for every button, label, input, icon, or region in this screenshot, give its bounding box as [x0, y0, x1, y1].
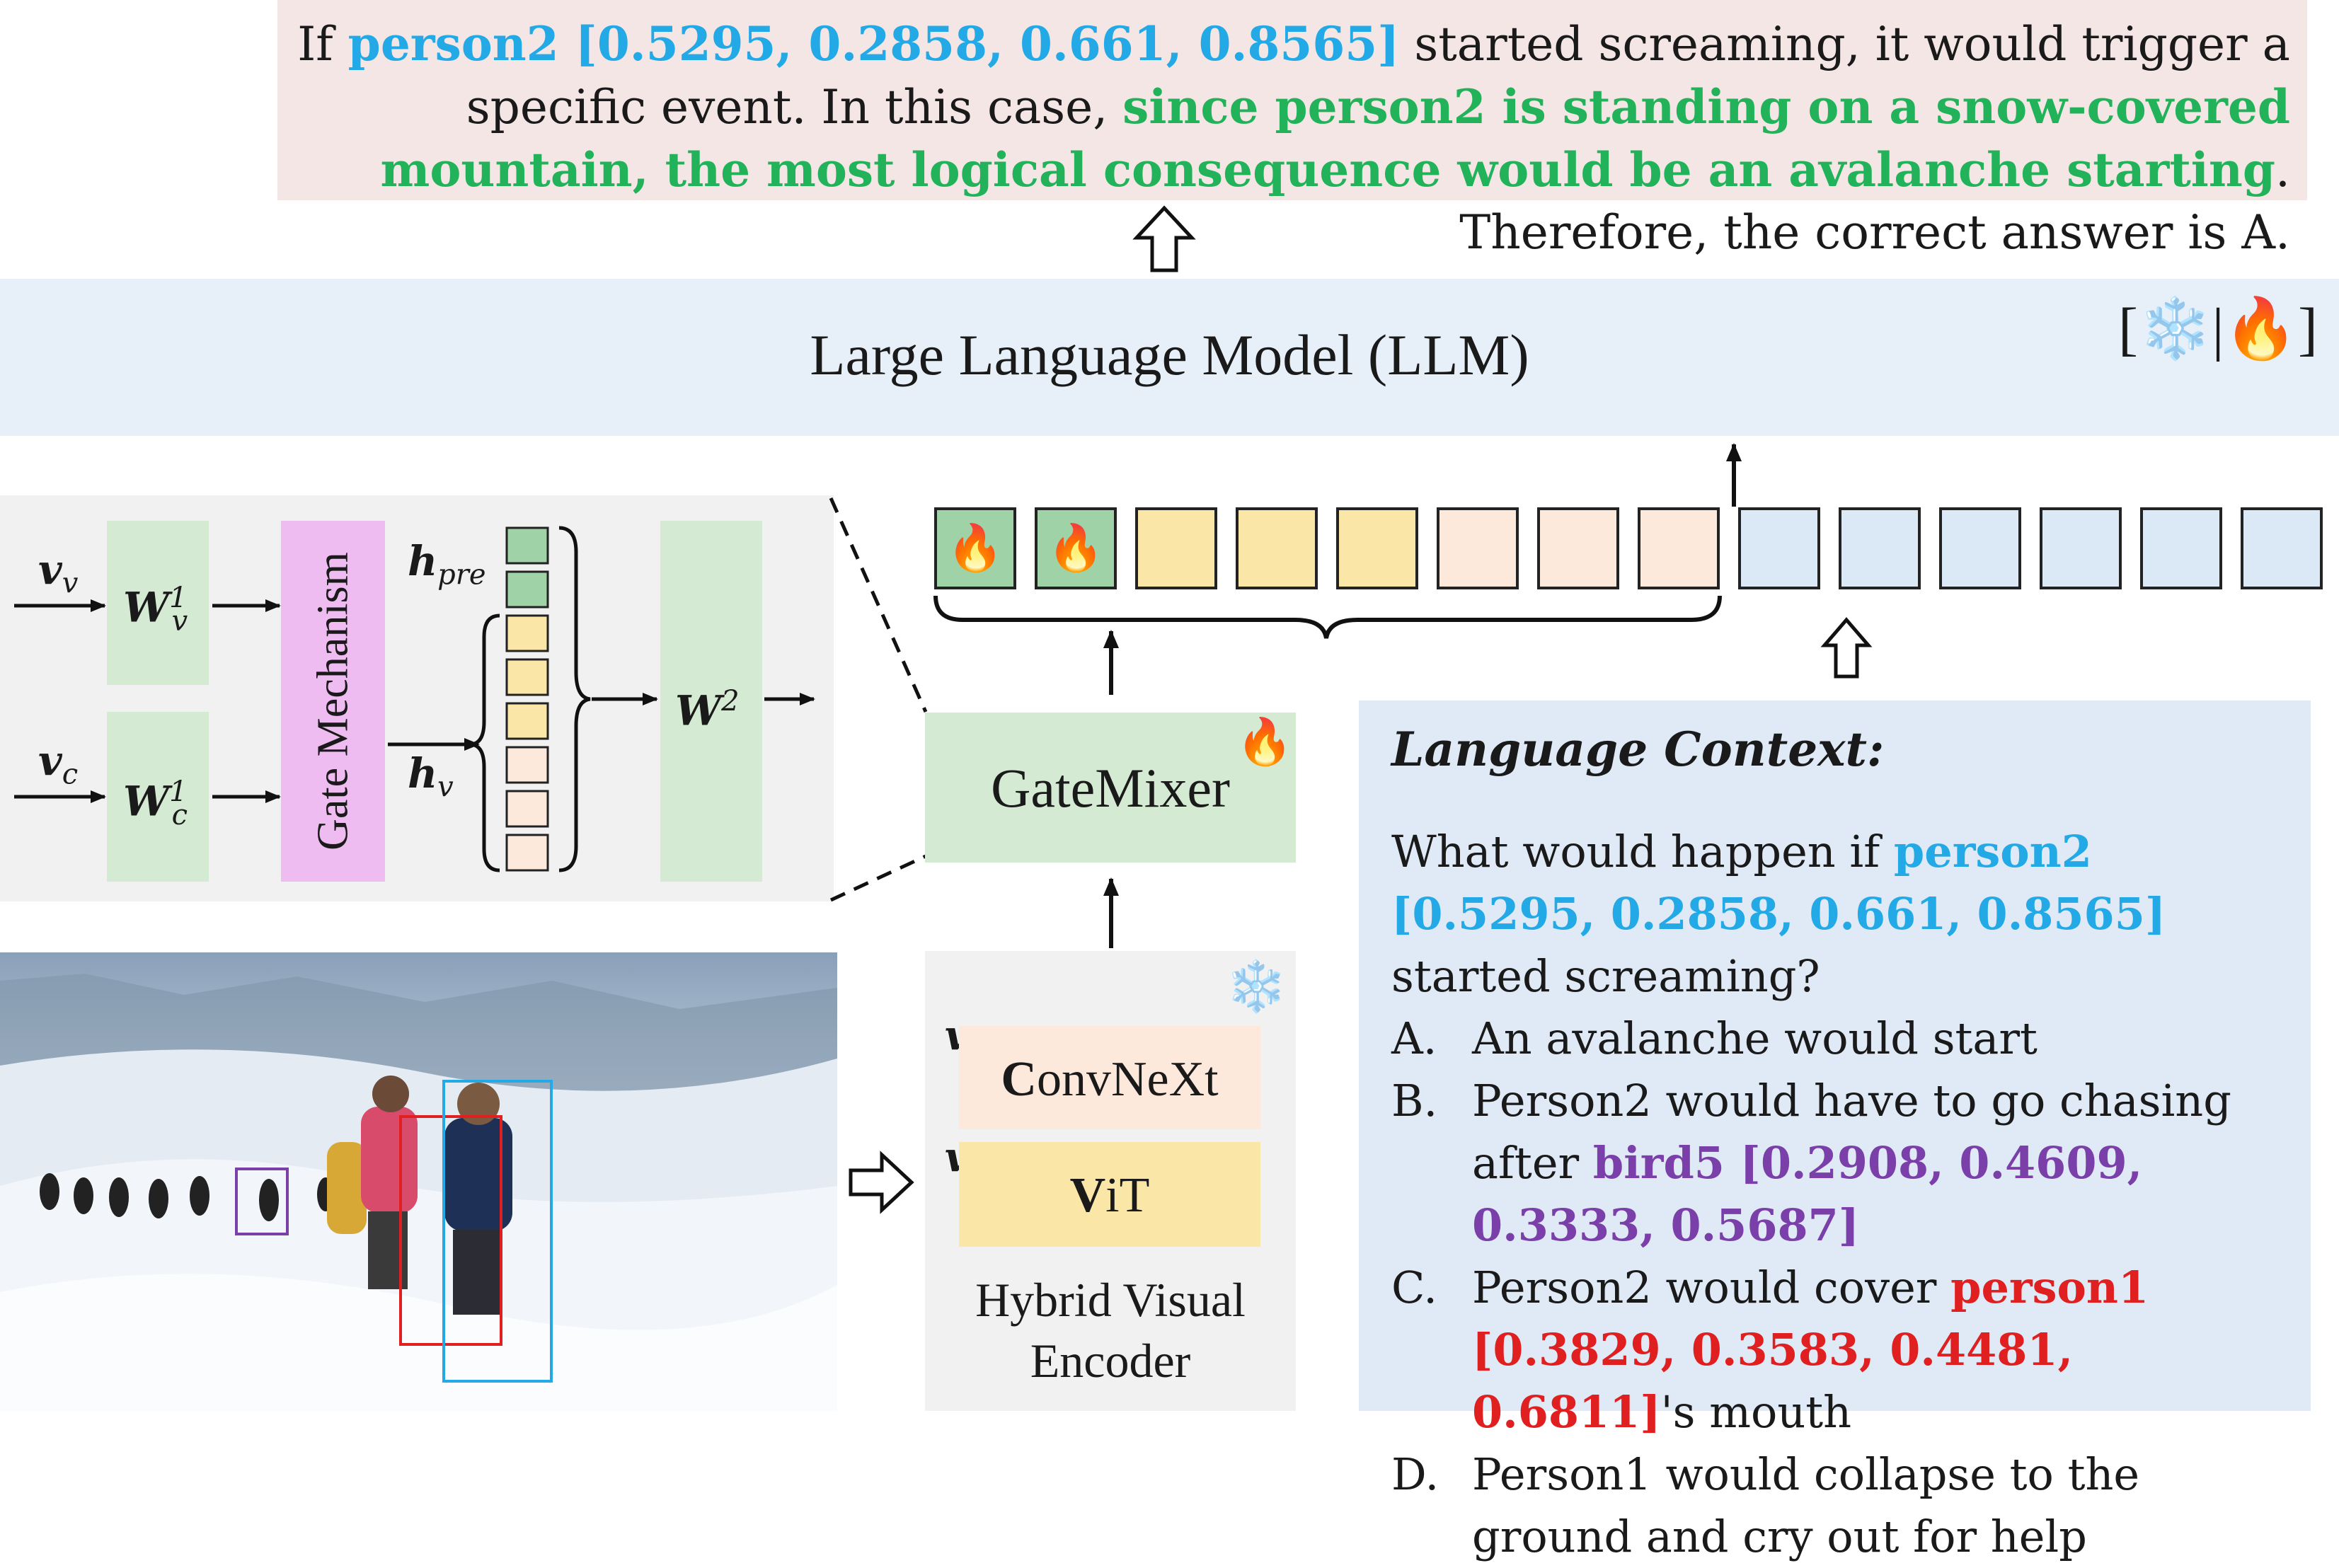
answer-output-box: If person2 [0.5295, 0.2858, 0.661, 0.856…: [277, 0, 2307, 260]
w2-label: W2: [675, 685, 740, 735]
answer-prefix: If: [297, 17, 348, 71]
option-d: D.Person1 would collapse to the ground a…: [1391, 1448, 2140, 1562]
language-context-question: What would happen if person2 [0.5295, 0.…: [1391, 821, 2297, 1568]
vit-label: ViT: [1069, 1168, 1150, 1223]
snowflake-icon: ❄️: [2138, 296, 2212, 362]
answer-person-ref: person2 [0.5295, 0.2858, 0.661, 0.8565]: [347, 16, 1400, 71]
badge-close-bracket: ]: [2298, 296, 2318, 362]
fire-icon: 🔥: [1047, 523, 1104, 573]
encoder-label-line2: Encoder: [1030, 1334, 1191, 1388]
hybrid-visual-encoder-label: Hybrid Visual Encoder: [925, 1269, 1296, 1391]
encoder-label-line1: Hybrid Visual: [975, 1273, 1246, 1327]
w-v-box: [107, 521, 209, 685]
v-v-label: vv: [38, 546, 79, 600]
answer-suffix: . Therefore, the correct answer is A.: [1459, 143, 2290, 260]
badge-separator: |: [2212, 296, 2224, 362]
gatemixer-label: GateMixer: [991, 757, 1230, 819]
snow-scene-illustration: [0, 974, 837, 1411]
hybrid-visual-encoder-panel: ❄️ vc ConvNeXt vv ViT Hybrid Visual Enco…: [925, 951, 1296, 1411]
zoom-dashed-lines: [829, 497, 928, 902]
llm-block: Large Language Model (LLM) [❄️|🔥]: [0, 279, 2339, 436]
gate-mechanism-box: Gate Mechanism: [281, 521, 385, 882]
option-b-bird-ref: bird5 [0.2908, 0.4609, 0.3333, 0.5687]: [1472, 1137, 2143, 1251]
token-text-2: [1839, 507, 1921, 589]
answer-text: If person2 [0.5295, 0.2858, 0.661, 0.856…: [294, 13, 2290, 264]
token-text-3: [1939, 507, 2021, 589]
vit-block: ViT: [959, 1142, 1260, 1247]
h-pre-label: hpre: [408, 537, 486, 592]
token-convnext-1: [1437, 507, 1519, 589]
option-c-person-ref: person1 [0.3829, 0.3583, 0.4481, 0.6811]: [1472, 1262, 2149, 1438]
option-b: B.Person2 would have to go chasing after…: [1391, 1075, 2231, 1251]
h-v-label: hv: [408, 749, 454, 804]
token-vit-3: [1336, 507, 1418, 589]
convnext-label: ConvNeXt: [1001, 1052, 1219, 1107]
llm-label: Large Language Model (LLM): [810, 323, 1529, 387]
token-convnext-3: [1638, 507, 1720, 589]
gate-mechanism-panel: Gate Mechanism vv vc W1v W1c hpre hv W2: [0, 495, 834, 901]
option-a: A.An avalanche would start: [1391, 1013, 2038, 1064]
token-text-4: [2040, 507, 2122, 589]
snowflake-icon: ❄️: [1225, 960, 1287, 1015]
token-text-6: [2241, 507, 2323, 589]
token-gated-2: 🔥: [1035, 507, 1117, 589]
answer-reasoning: since person2 is standing on a snow-cove…: [380, 79, 2291, 197]
language-context-title: Language Context:: [1391, 722, 1885, 777]
hollow-arrow-right-icon: [849, 1151, 914, 1214]
v-c-label: vc: [38, 737, 79, 791]
convnext-block: ConvNeXt: [959, 1026, 1260, 1129]
gatemixer-block: GateMixer 🔥: [925, 713, 1296, 863]
fire-icon: 🔥: [947, 523, 1004, 573]
w-c-label: W1c: [123, 776, 188, 831]
gate-panel-arrows: [14, 526, 815, 872]
token-vit-1: [1135, 507, 1217, 589]
badge-open-bracket: [: [2118, 296, 2138, 362]
w-c-box: [107, 712, 209, 882]
token-gated-1: 🔥: [934, 507, 1016, 589]
language-context-panel: Language Context: What would happen if p…: [1359, 701, 2311, 1562]
question-text: What would happen if person2 [0.5295, 0.…: [1391, 826, 2166, 1002]
token-vit-2: [1236, 507, 1318, 589]
w2-box: [660, 521, 762, 882]
token-text-5: [2140, 507, 2222, 589]
llm-trainable-badge: [❄️|🔥]: [2118, 294, 2318, 365]
main-arrows: [933, 443, 1873, 948]
fire-icon: 🔥: [2224, 296, 2299, 362]
input-image: [0, 952, 837, 1411]
option-c: C.Person2 would cover person1 [0.3829, 0…: [1391, 1262, 2149, 1438]
question-person-ref: person2 [0.5295, 0.2858, 0.661, 0.8565]: [1391, 826, 2166, 940]
w-v-label: W1v: [123, 582, 188, 638]
answer-mid: started screaming, it would trigger a sp…: [466, 17, 2290, 134]
token-text-1: [1738, 507, 1820, 589]
fire-icon: 🔥: [1236, 717, 1293, 767]
token-convnext-2: [1537, 507, 1619, 589]
hollow-arrow-up-icon: [1132, 205, 1196, 272]
